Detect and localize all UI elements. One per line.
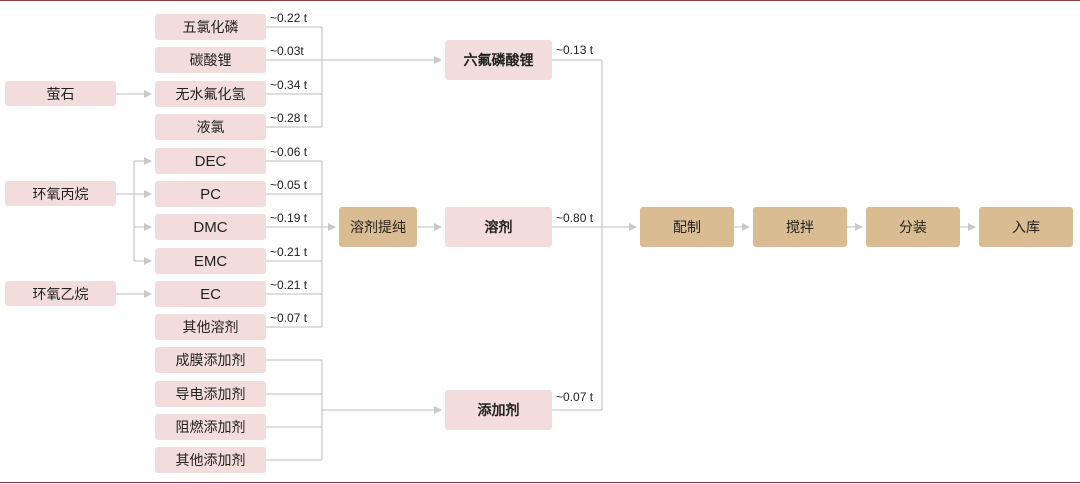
qty-pcl5: ~0.22 t — [270, 11, 308, 25]
top-rule — [0, 0, 1080, 1]
qty-liquid-chlorine: ~0.28 t — [270, 111, 308, 125]
process-store: 入库 — [979, 207, 1073, 247]
material-pc: PC — [155, 181, 266, 207]
bottom-rule — [0, 482, 1080, 483]
process-stir: 搅拌 — [753, 207, 847, 247]
qty-other-solvent: ~0.07 t — [270, 311, 308, 325]
material-dec: DEC — [155, 148, 266, 174]
material-emc: EMC — [155, 248, 266, 274]
step-solvent-purification: 溶剂提纯 — [339, 207, 417, 247]
process-pack: 分装 — [866, 207, 960, 247]
material-other-additive: 其他添加剂 — [155, 447, 266, 473]
material-fluorite: 萤石 — [5, 81, 116, 106]
qty-dec: ~0.06 t — [270, 145, 308, 159]
material-pcl5: 五氯化磷 — [155, 14, 266, 40]
material-propylene-oxide: 环氧丙烷 — [5, 181, 116, 206]
qty-lipf6: ~0.13 t — [556, 43, 594, 57]
material-ethylene-oxide: 环氧乙烷 — [5, 281, 116, 306]
material-film-additive: 成膜添加剂 — [155, 347, 266, 373]
product-lipf6: 六氟磷酸锂 — [445, 40, 552, 80]
qty-li2co3: ~0.03t — [270, 44, 304, 58]
product-additive: 添加剂 — [445, 390, 552, 430]
qty-ahf: ~0.34 t — [270, 78, 308, 92]
material-conductive-additive: 导电添加剂 — [155, 381, 266, 407]
product-solvent: 溶剂 — [445, 207, 552, 247]
material-ahf: 无水氟化氢 — [155, 81, 266, 107]
material-dmc: DMC — [155, 214, 266, 240]
qty-ec: ~0.21 t — [270, 278, 308, 292]
qty-pc: ~0.05 t — [270, 178, 308, 192]
qty-additive: ~0.07 t — [556, 390, 594, 404]
qty-emc: ~0.21 t — [270, 245, 308, 259]
material-ec: EC — [155, 281, 266, 307]
process-prepare: 配制 — [640, 207, 734, 247]
material-flame-additive: 阻燃添加剂 — [155, 414, 266, 440]
qty-solvent: ~0.80 t — [556, 211, 594, 225]
qty-dmc: ~0.19 t — [270, 211, 308, 225]
material-liquid-chlorine: 液氯 — [155, 114, 266, 140]
material-other-solvent: 其他溶剂 — [155, 314, 266, 340]
material-li2co3: 碳酸锂 — [155, 47, 266, 73]
